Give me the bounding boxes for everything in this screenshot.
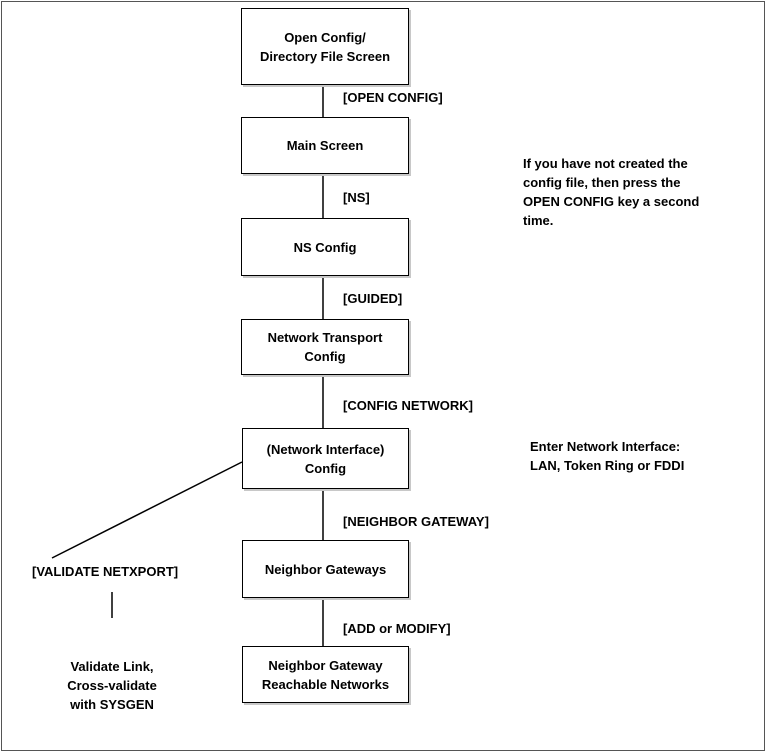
note-enter-interface-line-2: LAN, Token Ring or FDDI bbox=[530, 458, 685, 473]
note-second-time-line-4: time. bbox=[523, 213, 554, 228]
box-network-interface-line-2: Config bbox=[304, 460, 347, 476]
note-second-time-line-3: OPEN CONFIG key a second bbox=[523, 194, 700, 209]
key-open-config: [OPEN CONFIG] bbox=[343, 90, 443, 105]
box-open-config: Open Config/ Directory File Screen bbox=[241, 8, 409, 85]
box-neighbor-reachable-line-2: Reachable Networks bbox=[261, 676, 390, 692]
box-open-config-line-2: Directory File Screen bbox=[259, 48, 391, 64]
box-neighbor-reachable: Neighbor Gateway Reachable Networks bbox=[242, 646, 409, 703]
note-second-time-line-1: If you have not created the bbox=[523, 156, 688, 171]
key-guided: [GUIDED] bbox=[343, 291, 403, 306]
box-neighbor-gateways-line-1: Neighbor Gateways bbox=[264, 561, 387, 577]
note-enter-interface: Enter Network Interface: LAN, Token Ring… bbox=[530, 437, 684, 475]
note-enter-interface-line-1: Enter Network Interface: bbox=[530, 439, 681, 454]
box-network-transport: Network Transport Config bbox=[241, 319, 409, 375]
box-main-screen: Main Screen bbox=[241, 117, 409, 174]
box-ns-config: NS Config bbox=[241, 218, 409, 276]
note-validate-line-1: Validate Link, bbox=[70, 659, 154, 674]
note-validate-line-3: with SYSGEN bbox=[70, 697, 154, 712]
box-network-transport-line-2: Config bbox=[304, 349, 346, 364]
box-neighbor-reachable-line-1: Neighbor Gateway bbox=[268, 657, 383, 673]
key-neighbor-gateway: [NEIGHBOR GATEWAY] bbox=[343, 514, 489, 529]
box-open-config-line-1: Open Config/ bbox=[284, 29, 366, 45]
box-ns-config-line-1: NS Config bbox=[293, 239, 357, 255]
key-ns: [NS] bbox=[343, 190, 370, 205]
key-add-modify: [ADD or MODIFY] bbox=[343, 621, 451, 636]
box-network-interface: (Network Interface) Config bbox=[242, 428, 409, 489]
note-validate-line-2: Cross-validate bbox=[67, 678, 157, 693]
key-validate-netxport: [VALIDATE NETXPORT] bbox=[32, 564, 179, 579]
note-validate: Validate Link, Cross-validate with SYSGE… bbox=[52, 657, 172, 714]
box-neighbor-gateways: Neighbor Gateways bbox=[242, 540, 409, 598]
key-config-network: [CONFIG NETWORK] bbox=[343, 398, 473, 413]
note-second-time: If you have not created the config file,… bbox=[523, 154, 699, 230]
box-network-interface-line-1: (Network Interface) bbox=[266, 441, 385, 457]
box-network-transport-line-1: Network Transport bbox=[267, 330, 383, 345]
box-main-screen-line-1: Main Screen bbox=[286, 138, 364, 153]
note-second-time-line-2: config file, then press the bbox=[523, 175, 681, 190]
connector-interface-to-validate bbox=[51, 461, 243, 559]
